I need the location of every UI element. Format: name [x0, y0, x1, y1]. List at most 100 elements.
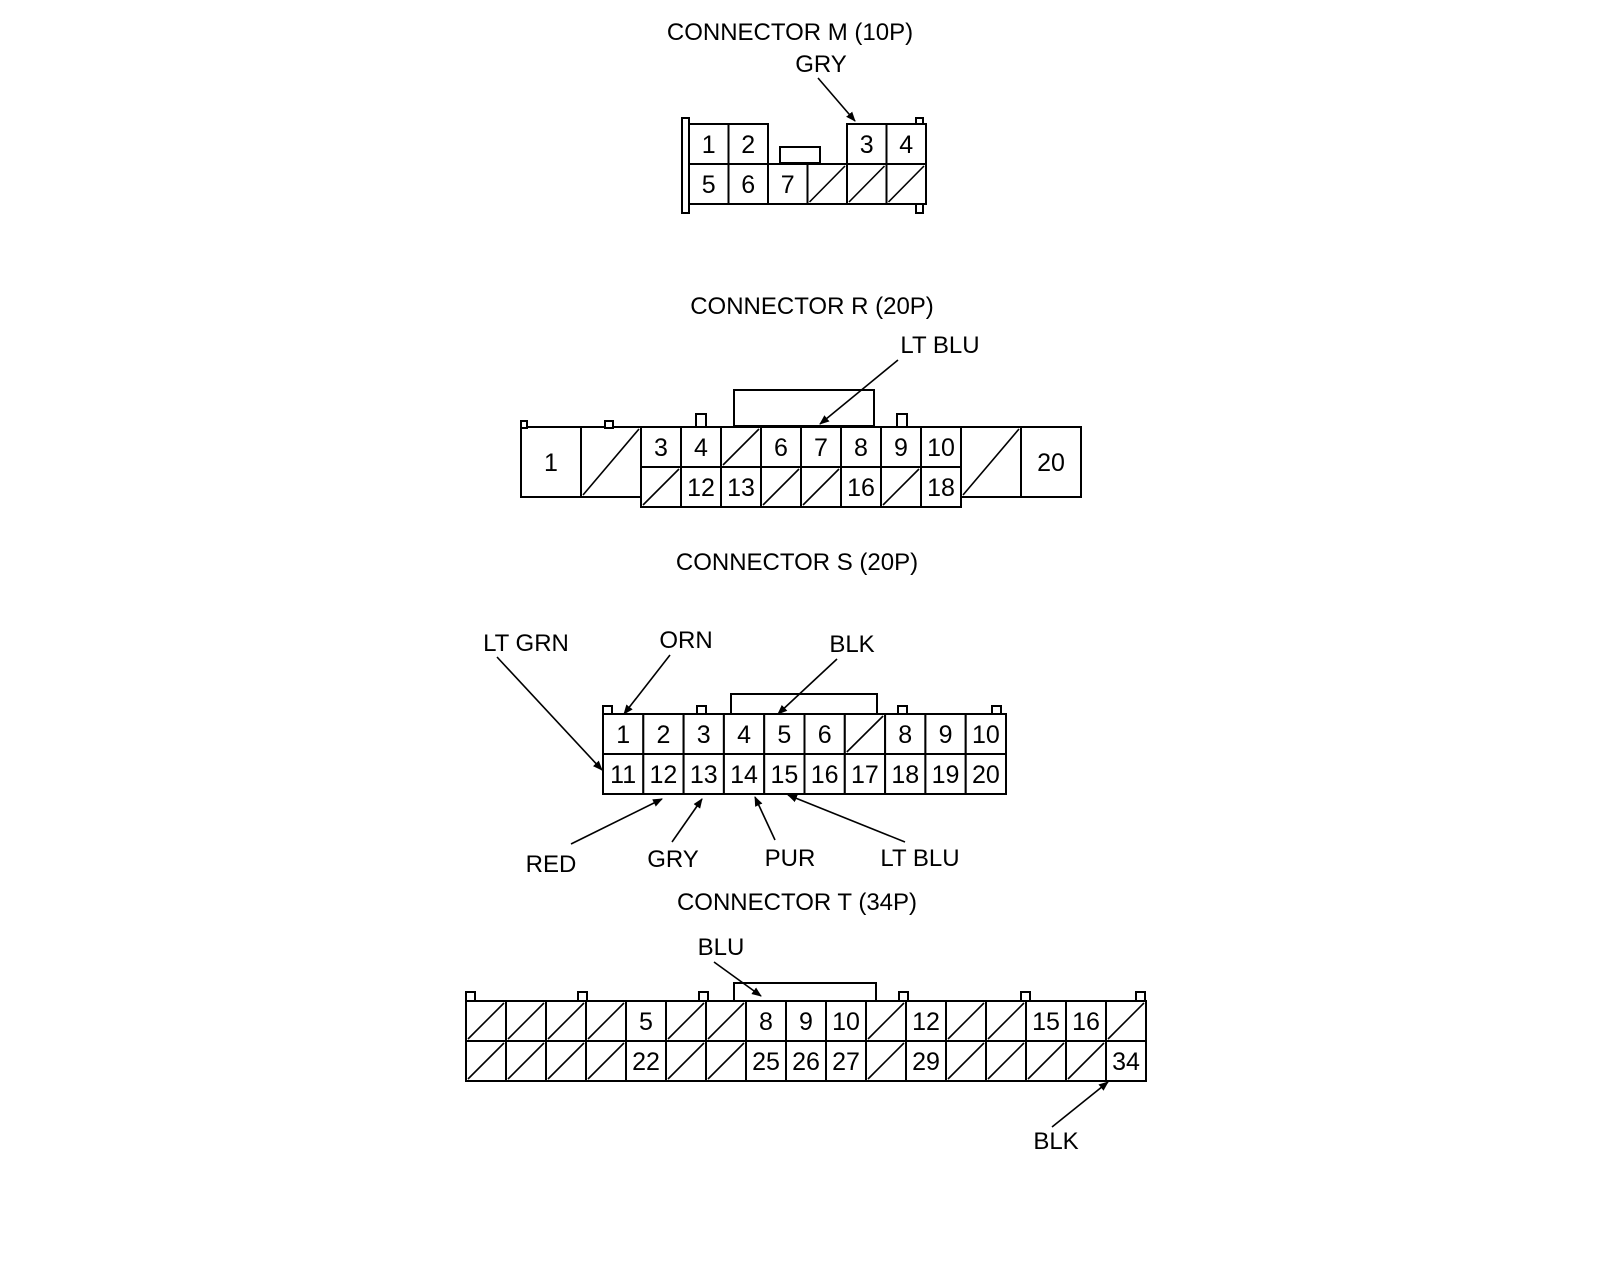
pin-number: 13 — [727, 474, 755, 502]
unused-pin-slash — [507, 1002, 545, 1040]
latch-notch — [465, 991, 476, 1002]
pin-number: 4 — [737, 721, 751, 749]
pin-number: 16 — [847, 474, 875, 502]
pin-cell-t-1-14 — [1025, 1040, 1067, 1082]
unused-pin-slash — [962, 428, 1020, 496]
pin-cell-t-0-12 — [945, 1000, 987, 1042]
unused-pin-slash — [867, 1002, 905, 1040]
pin-box — [964, 753, 1008, 795]
pin-cell-r-0-7: 10 — [920, 426, 962, 468]
unused-pin-slash — [667, 1002, 705, 1040]
connector-r-lock-tab — [733, 389, 875, 427]
wire-label-red: RED — [526, 851, 577, 878]
pin-box — [722, 753, 766, 795]
latch-notch — [991, 705, 1002, 715]
wire-leader-orn — [623, 654, 671, 715]
pin-number: 20 — [1037, 449, 1065, 477]
pin-cell-m-0-1: 2 — [727, 123, 769, 165]
pin-cell-t-1-12 — [945, 1040, 987, 1082]
pin-cell-s-1-6: 17 — [843, 753, 887, 795]
pin-cell-t-1-13 — [985, 1040, 1027, 1082]
wire-label-blk-t: BLK — [1033, 1128, 1078, 1155]
unused-pin-slash — [587, 1042, 625, 1080]
pin-cell-t-1-15 — [1065, 1040, 1107, 1082]
unused-pin-slash — [1067, 1042, 1105, 1080]
unused-pin-slash — [507, 1042, 545, 1080]
pin-cell-s-0-3: 4 — [722, 713, 766, 755]
pin-number: 1 — [616, 721, 630, 749]
pin-box — [803, 753, 846, 795]
pin-number: 18 — [927, 474, 955, 502]
latch-notch — [698, 991, 709, 1002]
wire-leader-pur — [754, 796, 776, 841]
pin-cell-t-1-2 — [545, 1040, 587, 1082]
pin-cell-t-0-10 — [865, 1000, 907, 1042]
unused-pin-slash — [762, 468, 800, 506]
pin-cell-t-1-6 — [705, 1040, 747, 1082]
pin-cell-s-1-3: 14 — [722, 753, 766, 795]
pin-cell-t-0-14: 15 — [1025, 1000, 1067, 1042]
pin-cell-m-1-3 — [806, 163, 848, 205]
pin-cell-m-1-1: 6 — [727, 163, 769, 205]
pin-number: 6 — [774, 434, 788, 462]
wire-label-lt-blu: LT BLU — [900, 332, 979, 359]
pin-cell-t-1-3 — [585, 1040, 627, 1082]
pin-cell-t-1-7: 25 — [745, 1040, 787, 1082]
wire-leader-blk — [777, 658, 838, 715]
pin-number: 5 — [702, 171, 716, 199]
pin-number: 10 — [832, 1008, 860, 1036]
unused-pin-slash — [987, 1002, 1025, 1040]
pin-number: 1 — [544, 449, 558, 477]
pin-cell-r-0-4: 7 — [800, 426, 842, 468]
pin-number: 2 — [656, 721, 670, 749]
pin-cell-t-0-4: 5 — [625, 1000, 667, 1042]
unused-pin-slash — [667, 1042, 705, 1080]
pin-cell-s-1-5: 16 — [803, 753, 846, 795]
pin-number: 12 — [912, 1008, 940, 1036]
pin-cell-r-right-0 — [960, 426, 1022, 498]
pin-cell-r-1-1: 12 — [680, 466, 722, 508]
pin-cell-s-1-1: 12 — [642, 753, 685, 795]
pin-box — [1020, 426, 1082, 498]
pin-cell-t-0-11: 12 — [905, 1000, 947, 1042]
wire-label-lt-blu-s: LT BLU — [880, 845, 959, 872]
unused-pin-slash — [802, 468, 840, 506]
pin-cell-m-0-0: 1 — [688, 123, 730, 165]
pin-cell-r-0-0: 3 — [640, 426, 682, 468]
pin-cell-r-0-2 — [720, 426, 762, 468]
pin-box — [905, 1000, 947, 1042]
pin-box — [964, 713, 1008, 755]
pin-number: 12 — [687, 474, 715, 502]
pin-cell-t-1-10 — [865, 1040, 907, 1082]
pin-cell-t-0-2 — [545, 1000, 587, 1042]
pin-number: 10 — [972, 721, 1000, 749]
wire-leader-red — [570, 798, 663, 845]
pin-cell-r-right-1: 20 — [1020, 426, 1082, 498]
pin-number: 1 — [702, 131, 716, 159]
unused-pin-slash — [707, 1002, 745, 1040]
pin-cell-r-1-6 — [880, 466, 922, 508]
connector-r-wires: LT BLU — [819, 332, 980, 425]
pin-cell-s-0-9: 10 — [964, 713, 1008, 755]
pin-box — [680, 426, 722, 468]
pin-cell-t-1-9: 27 — [825, 1040, 867, 1082]
pin-number: 19 — [932, 761, 960, 789]
pin-cell-t-0-0 — [465, 1000, 507, 1042]
connector-m-lock-tab — [779, 146, 821, 164]
pin-number: 27 — [832, 1048, 860, 1076]
unused-pin-slash — [707, 1042, 745, 1080]
pin-box — [785, 1040, 827, 1082]
wire-label-pur: PUR — [765, 845, 816, 872]
pin-cell-s-1-7: 18 — [884, 753, 927, 795]
pin-box — [722, 713, 766, 755]
pin-cell-r-left-0: 1 — [520, 426, 582, 498]
wire-leader-lt-grn — [496, 656, 603, 771]
pin-cell-s-0-0: 1 — [602, 713, 645, 755]
pin-number: 8 — [898, 721, 912, 749]
